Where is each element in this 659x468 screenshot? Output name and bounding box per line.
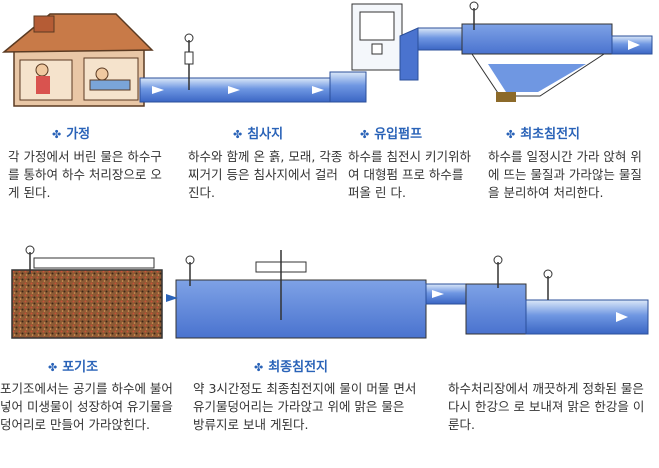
stage-7-description: 하수처리장에서 깨끗하게 정화된 물은 다시 한강으 로 보내져 맑은 한강을 … [448,381,645,432]
stage-5-description: 포기조에서는 공기를 하수에 불어넣어 미생물이 성장하여 유기물을 덩어리로 … [0,381,173,432]
stage-3-title-text: 유입펌프 [374,127,423,142]
stage-2-bullet-icon: ✤ [233,128,243,141]
grit-chamber [184,33,194,90]
discharge-channel [425,255,649,335]
stage-5-bullet-icon: ✤ [48,361,58,374]
stage-1-bullet-icon: ✤ [52,128,62,141]
primary-clarifier [461,1,653,102]
stage-4-title: ✤ 최초침전지 [506,123,580,142]
aeration-tank [11,245,163,339]
stage-1-title-text: 가정 [66,127,91,142]
top-flow-arrows [152,40,640,94]
secondary-clarifier [175,250,427,339]
sewer-pipe [139,71,367,103]
stage-2-description: 하수와 함께 온 흙, 모래, 각종 찌거기 등은 침사지에서 걸러진다. [188,149,343,200]
stage-6-title: ✤ 최종침전지 [254,356,328,375]
stage-2-title: ✤ 침사지 [233,123,283,142]
stage-6-bullet-icon: ✤ [254,361,264,374]
stage-2-title-text: 침사지 [247,127,284,142]
stage-5-title-text: 포기조 [62,360,99,375]
stage-1-description: 각 가정에서 버린 물은 하수구를 통하여 하수 처리장으로 오게 된다. [8,149,162,200]
stage-3-description: 하수를 침전시 키기위하여 대형펌 프로 하수를 퍼올 린 다. [348,149,471,200]
stage-4-description: 하수를 일정시간 가라 앉혀 위에 뜨는 물질과 가라않는 물질을 분리하여 처… [488,149,642,200]
house-illustration [1,13,154,107]
stage-1-title: ✤ 가정 [52,123,90,142]
stage-6-description: 약 3시간정도 최종침전지에 물이 머물 면서 유기물덩어리는 가라앉고 위에 … [193,381,417,432]
stage-3-bullet-icon: ✤ [360,128,370,141]
inflow-pump [351,3,467,81]
bottom-flow-arrows [166,290,628,322]
stage-4-bullet-icon: ✤ [506,128,516,141]
stage-6-title-text: 최종침전지 [268,360,329,375]
stage-3-title: ✤ 유입펌프 [360,123,422,142]
stage-5-title: ✤ 포기조 [48,356,98,375]
stage-4-title-text: 최초침전지 [520,127,581,142]
